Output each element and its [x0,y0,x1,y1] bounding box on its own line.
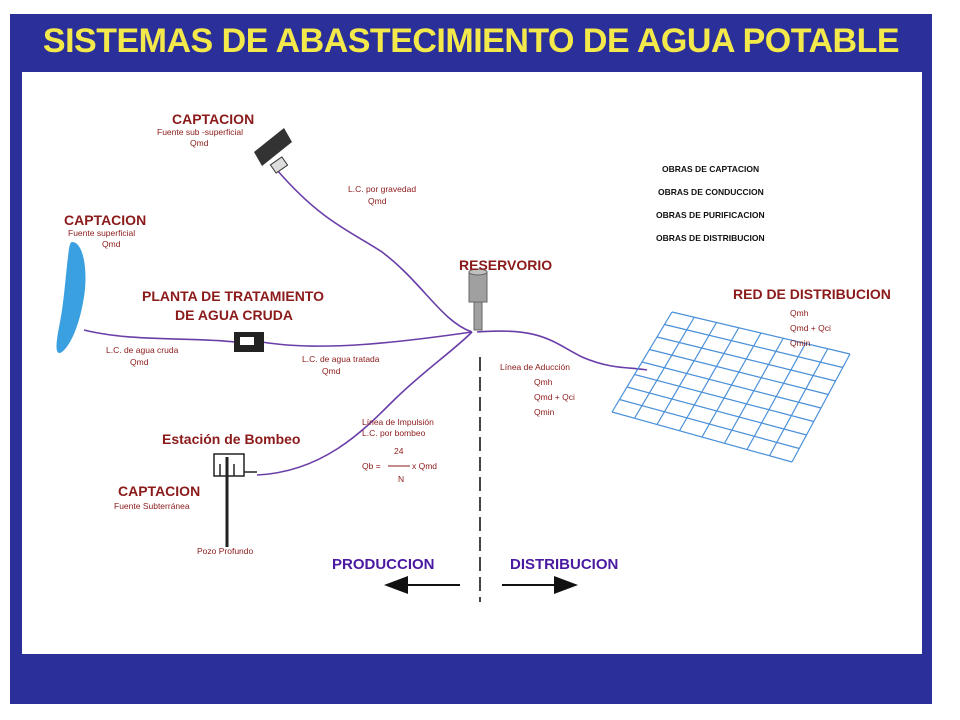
distribucion-label: DISTRIBUCION [510,556,618,573]
treatment-plant-icon [234,332,264,352]
planta-heading-line1: PLANTA DE TRATAMIENTO [142,288,324,304]
lc-cruda-label: L.C. de agua cruda [106,345,179,355]
produccion-label: PRODUCCION [332,556,435,573]
impulsion-den: N [398,474,404,484]
footer-bar [10,659,932,704]
captacion-subt-heading: CAPTACION [118,483,200,499]
lc-gravedad-flow: Qmd [368,196,387,206]
lc-cruda-flow: Qmd [130,357,149,367]
aduccion-qmd-qci: Qmd + Qci [534,392,575,402]
arrow-right-icon [502,576,578,594]
pipe-aduccion [476,330,648,371]
lc-gravedad-label: L.C. por gravedad [348,184,416,194]
lc-tratada-label: L.C. de agua tratada [302,354,380,364]
obras-distribucion: OBRAS DE DISTRIBUCION [656,233,765,243]
pipe-impulsion [256,331,473,476]
page-title: SISTEMAS DE ABASTECIMIENTO DE AGUA POTAB… [42,22,900,60]
bombeo-label: Estación de Bombeo [162,431,300,447]
impulsion-bombeo: L.C. por bombeo [362,428,426,438]
pipe-gravedad [276,169,473,333]
grid-line [723,337,784,444]
arrow-left-icon [384,576,460,594]
red-qmh: Qmh [790,308,809,318]
aduccion-qmh: Qmh [534,377,553,387]
impulsion-eq-right: x Qmd [412,461,437,471]
aduccion-label: Línea de Aducción [500,362,570,372]
grid-line [634,373,814,423]
captacion-sub-flow: Qmd [190,138,209,148]
grid-line [619,398,800,450]
header-bar: SISTEMAS DE ABASTECIMIENTO DE AGUA POTAB… [10,14,932,72]
pipe-agua-cruda [83,329,236,343]
lake-icon [56,242,86,353]
impulsion-eq-left: Qb = [362,461,381,471]
captacion-sup-source: Fuente superficial [68,228,135,238]
slide-frame: SISTEMAS DE ABASTECIMIENTO DE AGUA POTAB… [10,14,932,704]
pump-station-icon [213,453,257,547]
planta-heading-line2: DE AGUA CRUDA [175,307,293,323]
diagram-panel: CAPTACION Fuente sub -superficial Qmd CA… [22,72,922,654]
obras-conduccion: OBRAS DE CONDUCCION [658,187,764,197]
grid-line [791,353,851,463]
grid-line [626,386,807,436]
obras-captacion: OBRAS DE CAPTACION [662,164,759,174]
captacion-sup-heading: CAPTACION [64,212,146,228]
captacion-sub-source: Fuente sub -superficial [157,127,243,137]
pipes [83,169,648,476]
grid-line [746,343,807,450]
red-heading: RED DE DISTRIBUCION [733,286,891,302]
water-supply-diagram: CAPTACION Fuente sub -superficial Qmd CA… [56,111,891,602]
captacion-sup-flow: Qmd [102,239,121,249]
pozo-label: Pozo Profundo [197,546,254,556]
red-qmin: Qmin [790,338,811,348]
pipe-agua-tratada [261,331,473,347]
grid-line [768,348,829,457]
red-qmd-qci: Qmd + Qci [790,323,831,333]
aduccion-qmin: Qmin [534,407,555,417]
obras-purificacion: OBRAS DE PURIFICACION [656,210,765,220]
distribution-grid-icon [611,311,851,463]
reservorio-label: RESERVORIO [459,257,552,273]
lc-tratada-flow: Qmd [322,366,341,376]
impulsion-label: Línea de Impulsión [362,417,434,427]
grid-line [611,411,793,463]
captacion-sub-heading: CAPTACION [172,111,254,127]
reservoir-icon [468,268,488,331]
captacion-subsuperficial-icon [254,128,292,174]
impulsion-num: 24 [394,446,404,456]
grid-line [641,361,822,409]
captacion-subt-source: Fuente Subterránea [114,501,190,511]
